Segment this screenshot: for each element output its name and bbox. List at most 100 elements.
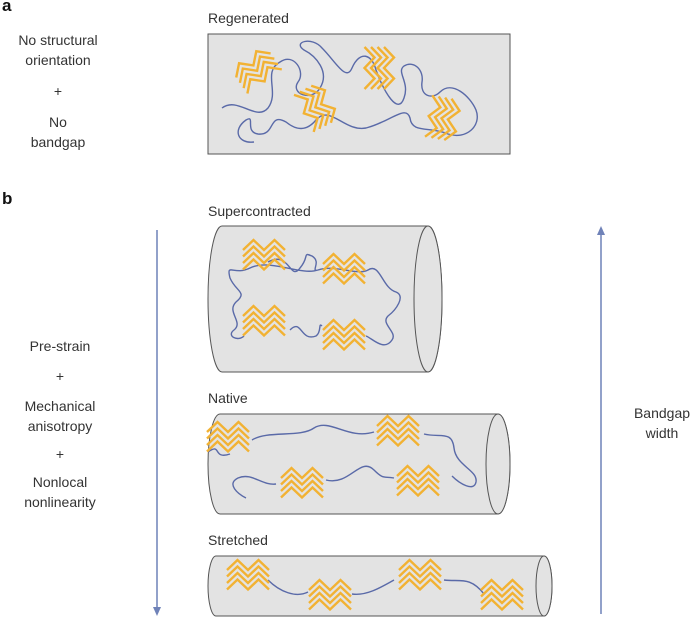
chevron-strand (280, 466, 324, 480)
bandgap-text: Bandgap (633, 405, 691, 421)
supercontracted-cylinder (207, 225, 443, 373)
mechanical-text: Mechanical (24, 398, 96, 414)
beta-sheet-crystal (206, 420, 250, 454)
beta-sheet-crystal (376, 414, 420, 448)
chevron-strand (480, 578, 524, 592)
chevron-strand (226, 564, 270, 579)
beta-sheet-crystal (362, 46, 396, 90)
chevron-strand (375, 46, 390, 90)
regenerated-label: Regenerated (208, 10, 289, 26)
chevron-strand (235, 49, 271, 78)
chevron-strand (206, 439, 250, 454)
orientation-text: orientation (25, 52, 91, 68)
chevron-strand (322, 271, 366, 286)
chevron-strand (398, 571, 442, 585)
chevron-strand (398, 558, 442, 572)
chevron-strand (322, 318, 366, 332)
chevron-strand (322, 265, 366, 279)
chevron-strand (308, 597, 352, 612)
chevron-strand (308, 578, 352, 592)
chevron-strand (430, 95, 449, 139)
stretched-cylinder (207, 555, 553, 617)
chevron-strand (396, 470, 440, 485)
chevron-strand (376, 427, 420, 441)
chevron-strand (480, 584, 524, 599)
beta-sheet-crystal (242, 304, 286, 338)
chevron-strand (396, 477, 440, 491)
chevron-strand (242, 317, 286, 331)
regenerated-box (207, 33, 511, 155)
nonlocal-text: Nonlocal (32, 474, 88, 490)
plus-sign: + (53, 83, 63, 99)
protein-chain (207, 424, 477, 499)
chevron-strand (242, 244, 286, 259)
beta-sheet-crystal (280, 466, 324, 500)
anisotropy-text: anisotropy (27, 418, 93, 434)
chevron-strand (238, 55, 275, 84)
chevron-strand (396, 464, 440, 478)
native-cylinder (206, 413, 511, 515)
chevron-strand (226, 558, 270, 572)
width-text: width (645, 425, 679, 441)
panel-a-description: No structural orientation + No bandgap (0, 30, 116, 152)
plus-sign: + (55, 446, 65, 462)
chevron-strand (293, 93, 320, 133)
beta-sheet-crystal (424, 94, 462, 142)
chevron-strand (480, 597, 524, 612)
beta-sheet-crystal (308, 578, 352, 612)
beta-sheet-crystal (235, 49, 282, 94)
chevron-strand (206, 433, 250, 447)
chevron-strand (308, 584, 352, 599)
bandgap-width-label: Bandgap width (626, 403, 698, 443)
beta-sheet-crystal (293, 84, 337, 133)
chevron-strand (226, 577, 270, 592)
chevron-strand (242, 323, 286, 338)
beta-sheet-crystal (242, 238, 286, 272)
panel-b-description: Pre-strain + Mechanical anisotropy + Non… (0, 336, 120, 512)
chevron-strand (480, 591, 524, 605)
chevron-strand (369, 46, 383, 90)
chevron-strand (246, 65, 282, 94)
chevron-strand (280, 479, 324, 493)
chevron-strand (310, 84, 337, 124)
chevron-strand (242, 257, 286, 272)
chevron-strand (396, 483, 440, 498)
no-structural-text: No structural (18, 32, 98, 48)
native-label: Native (208, 390, 248, 406)
plus-sign: + (55, 368, 65, 384)
beta-sheet-crystal (398, 558, 442, 592)
chevron-strand (242, 238, 286, 252)
chevron-strand (322, 252, 366, 266)
prestrain-text: Pre-strain (29, 338, 91, 354)
chevron-strand (398, 577, 442, 592)
no-text: No (49, 114, 67, 130)
chevron-strand (322, 331, 366, 345)
beta-sheet-crystal (322, 252, 366, 286)
chevron-strand (443, 98, 462, 142)
chevron-strand (382, 46, 396, 90)
chevron-strand (280, 485, 324, 500)
chevron-strand (322, 337, 366, 352)
chevron-strand (242, 60, 279, 89)
chevron-strand (322, 258, 366, 273)
chevron-strand (424, 94, 442, 138)
chevron-strand (322, 324, 366, 339)
chevron-strand (226, 571, 270, 585)
protein-chain (267, 579, 485, 596)
chevron-strand (280, 472, 324, 487)
nonlinearity-text: nonlinearity (24, 494, 96, 510)
chevron-strand (305, 87, 331, 127)
chevron-strand (206, 426, 250, 441)
chevron-strand (242, 251, 286, 265)
beta-sheet-crystal (396, 464, 440, 498)
chevron-strand (376, 433, 420, 448)
supercontracted-label: Supercontracted (208, 203, 311, 219)
chevron-strand (362, 46, 377, 90)
bandgap-text: bandgap (30, 134, 86, 150)
beta-sheet-crystal (322, 318, 366, 352)
chevron-strand (398, 564, 442, 579)
chevron-strand (376, 414, 420, 428)
chevron-strand (376, 420, 420, 435)
chevron-strand (437, 96, 455, 140)
